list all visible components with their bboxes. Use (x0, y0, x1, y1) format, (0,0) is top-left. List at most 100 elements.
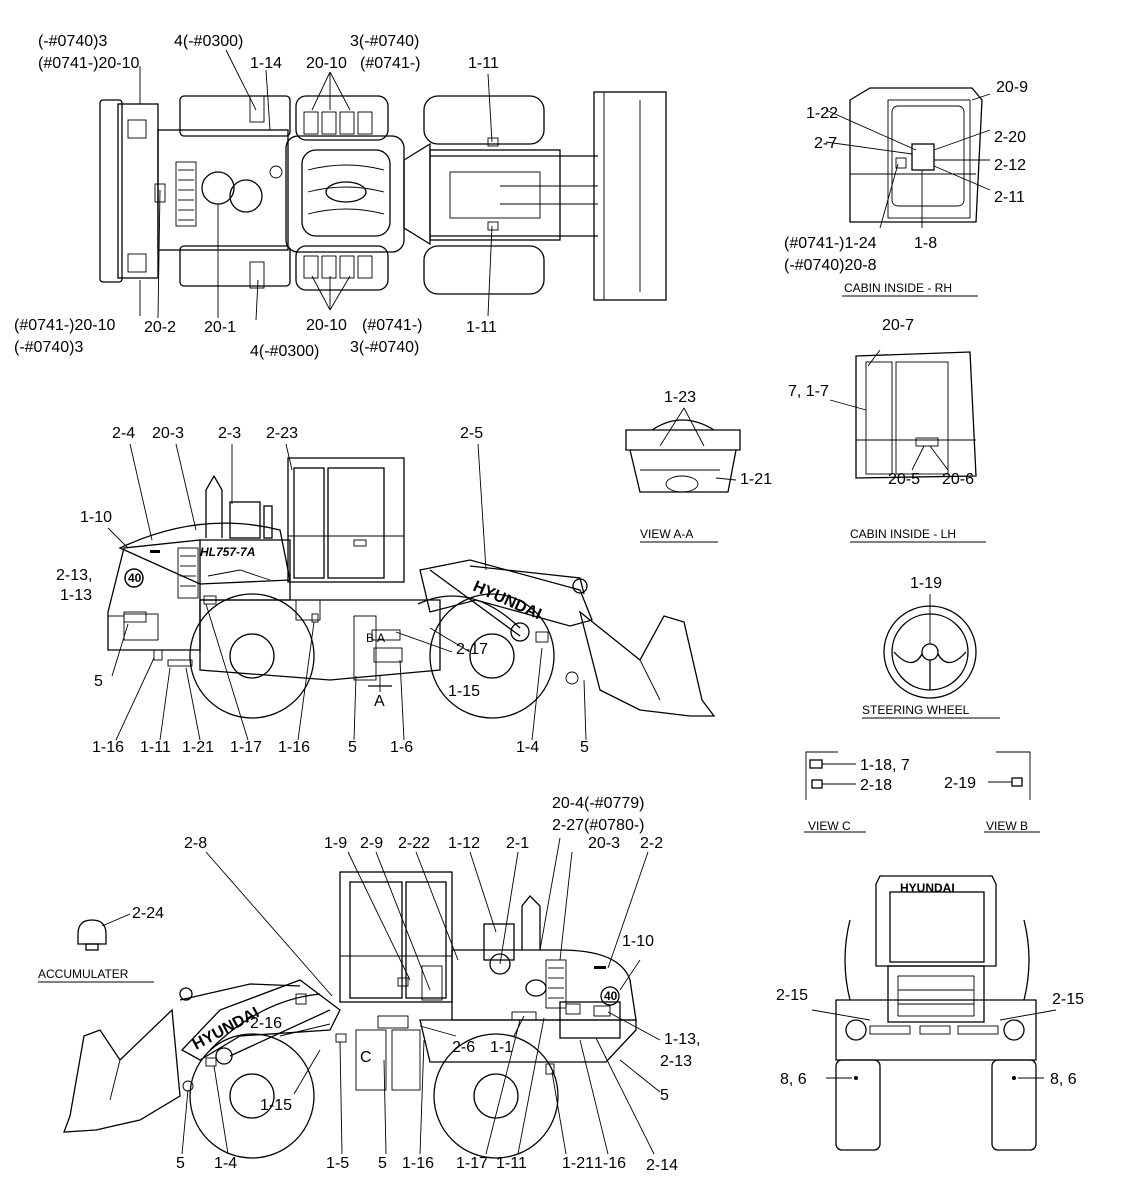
cabin-lh-label-2: 20-5 (888, 471, 920, 488)
side-view-right: 40 C HYUNDAI (63, 837, 661, 1159)
right-label-14: 1-13, (664, 1031, 700, 1048)
view-c (804, 751, 866, 833)
right-label-4: 2-9 (360, 835, 383, 852)
top-label-0: (-#0740)3 (38, 33, 107, 50)
right-label-26: 1-16 (594, 1155, 626, 1172)
top-label-8: (#0741-)20-10 (14, 317, 116, 334)
left-label-15: 1-16 (278, 739, 310, 756)
cabin-rh-label-1: 1-22 (806, 105, 838, 122)
cabin-lh-view (829, 349, 986, 543)
view-b-labels: 2-19 VIEW B (944, 775, 1028, 833)
right-label-11: 2-16 (250, 1015, 282, 1032)
cabin-rh-label-0: 20-9 (996, 79, 1028, 96)
right-label-8: 20-3 (588, 835, 620, 852)
cabin-lh-labels: 20-7 7, 1-7 20-5 20-6 CABIN INSIDE - LH (788, 317, 974, 541)
rear-view: HYUNDAI (811, 875, 1057, 1151)
top-label-5: 20-10 (306, 55, 347, 72)
right-label-25: 1-21 (562, 1155, 594, 1172)
cabin-rh-label-5: 2-11 (994, 189, 1025, 206)
cabin-rh-label-4: 2-12 (994, 157, 1026, 174)
side-left-labels: 2-4 20-3 2-3 2-23 2-5 1-10 2-13, 1-13 5 … (56, 425, 589, 756)
top-label-7: 1-11 (468, 55, 499, 72)
right-speed-badge: 40 (604, 989, 618, 1003)
view-c-label-1: 2-18 (860, 777, 892, 794)
right-label-24: 1-11 (496, 1155, 527, 1172)
view-c-labels: 1-18, 7 2-18 VIEW C (808, 757, 910, 833)
right-section-mark-c: C (360, 1049, 372, 1066)
right-label-7: 2-1 (506, 835, 529, 852)
right-label-12: 2-6 (452, 1039, 475, 1056)
right-label-20: 1-5 (326, 1155, 349, 1172)
left-label-14: 1-17 (230, 739, 262, 756)
right-label-22: 1-16 (402, 1155, 434, 1172)
right-label-23: 1-17 (456, 1155, 488, 1172)
right-label-16: 1-15 (260, 1097, 292, 1114)
right-label-1: 2-27(#0780-) (552, 817, 645, 834)
left-label-13: 1-21 (182, 739, 214, 756)
top-label-10: 20-2 (144, 319, 176, 336)
cabin-rh-view (825, 87, 991, 297)
left-label-3: 2-23 (266, 425, 298, 442)
left-label-16: 5 (348, 739, 357, 756)
cabin-rh-labels: 20-9 1-22 2-7 2-20 2-12 2-11 (#0741-)1-2… (784, 79, 1028, 295)
cabin-rh-label-2: 2-7 (814, 135, 837, 152)
left-model-text: HL757-7A (200, 545, 255, 559)
rear-label-3: 8, 6 (1050, 1071, 1077, 1088)
cabin-rh-label-3: 2-20 (994, 129, 1026, 146)
right-label-0: 20-4(-#0779) (552, 795, 645, 812)
right-label-9: 2-2 (640, 835, 663, 852)
accumulator-label-0: 2-24 (132, 905, 164, 922)
top-view-labels: (-#0740)3 (#0741-)20-10 4(-#0300) 1-14 3… (14, 33, 499, 360)
left-label-19: 5 (580, 739, 589, 756)
top-label-1: (#0741-)20-10 (38, 55, 140, 72)
right-label-3: 1-9 (324, 835, 347, 852)
steering-labels: 1-19 STEERING WHEEL (862, 575, 970, 717)
view-aa-label-1: 1-21 (740, 471, 772, 488)
left-section-mark-a1: A (377, 631, 385, 645)
cabin-rh-label-8: 1-8 (914, 235, 937, 252)
steering-wheel-view (862, 594, 1000, 719)
top-label-2: 4(-#0300) (174, 33, 243, 50)
left-label-11: 1-16 (92, 739, 124, 756)
accumulator-view (38, 913, 154, 983)
top-label-12: 4(-#0300) (250, 343, 319, 360)
left-label-17: 1-6 (390, 739, 413, 756)
left-label-12: 1-11 (140, 739, 171, 756)
right-label-2: 2-8 (184, 835, 207, 852)
cabin-lh-label-0: 20-7 (882, 317, 914, 334)
right-label-18: 5 (176, 1155, 185, 1172)
left-section-mark-a2: A (374, 693, 385, 710)
view-aa-caption: VIEW A-A (640, 527, 693, 541)
rear-brand-text: HYUNDAI (900, 881, 955, 895)
side-right-labels: 20-4(-#0779) 2-27(#0780-) 2-8 1-9 2-9 2-… (176, 795, 700, 1174)
view-aa (625, 407, 741, 543)
right-label-19: 1-4 (214, 1155, 237, 1172)
cabin-lh-label-1: 7, 1-7 (788, 383, 829, 400)
steering-caption: STEERING WHEEL (862, 703, 970, 717)
right-label-13: 1-1 (490, 1039, 513, 1056)
top-label-3: 1-14 (250, 55, 282, 72)
right-label-27: 2-14 (646, 1157, 678, 1174)
cabin-lh-label-3: 20-6 (942, 471, 974, 488)
view-c-label-0: 1-18, 7 (860, 757, 910, 774)
view-c-caption: VIEW C (808, 819, 851, 833)
top-view (99, 49, 667, 321)
top-label-16: 1-11 (466, 319, 497, 336)
left-label-8: 5 (94, 673, 103, 690)
top-label-13: 20-10 (306, 317, 347, 334)
top-label-9: (-#0740)3 (14, 339, 83, 356)
left-label-9: 2-17 (456, 641, 488, 658)
view-b-label-0: 2-19 (944, 775, 976, 792)
steering-label-0: 1-19 (910, 575, 942, 592)
top-label-11: 20-1 (204, 319, 236, 336)
view-b-caption: VIEW B (986, 819, 1028, 833)
top-label-15: 3(-#0740) (350, 339, 419, 356)
side-view-left: B A A HL757-7A HYUNDAI 40 (107, 443, 716, 741)
view-b (984, 751, 1040, 833)
view-aa-labels: 1-23 1-21 VIEW A-A (640, 389, 772, 541)
rear-label-1: 2-15 (1052, 991, 1084, 1008)
right-label-21: 5 (378, 1155, 387, 1172)
cabin-rh-label-6: (#0741-)1-24 (784, 235, 877, 252)
top-label-14: (#0741-) (362, 317, 422, 334)
rear-view-labels: 2-15 2-15 8, 6 8, 6 (776, 987, 1084, 1088)
